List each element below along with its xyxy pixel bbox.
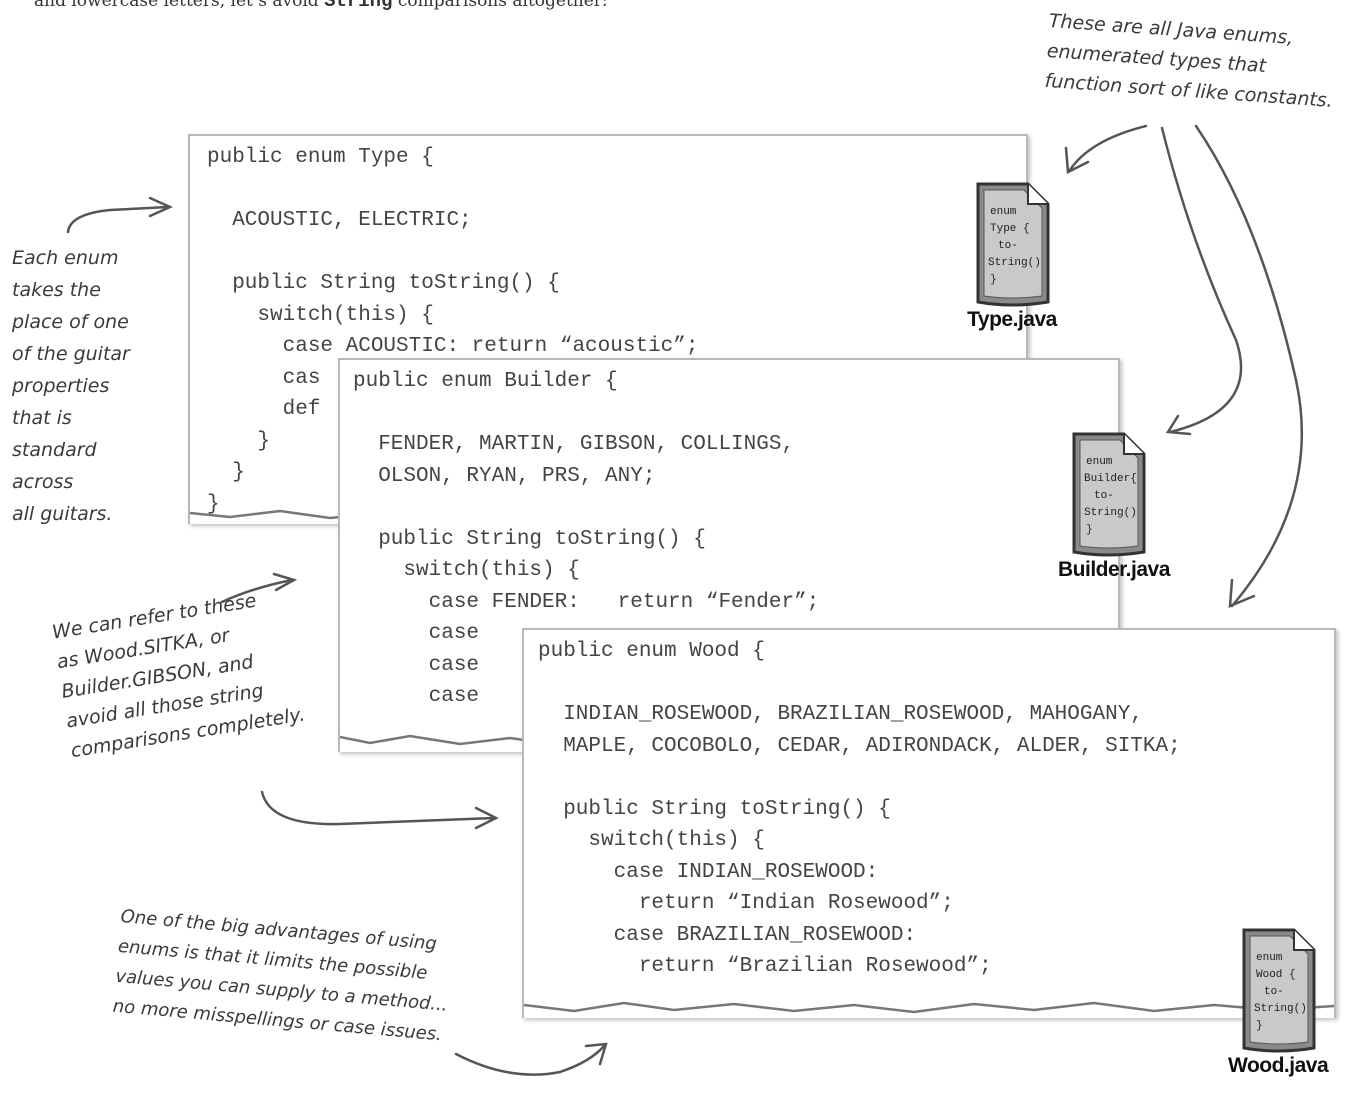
intro-code: String [324,0,393,12]
arrow-enums-type [1068,124,1148,172]
intro-after: comparisons altogether: [392,0,608,11]
file-label: Type.java [967,308,1057,331]
torn-edge [524,1001,1334,1018]
arrow-advantages [454,1044,606,1076]
arrow-enums-wood [1194,124,1303,608]
arrow-refer-up [220,578,294,604]
arrow-refer-down-head [474,806,499,830]
arrow-advantages-head [584,1042,608,1066]
intro-before: and lowercase letters, let’s avoid [34,0,325,11]
arrow-refer-down [260,790,496,826]
arrow-enums-type-head [1064,146,1090,174]
arrow-refer-up-head [272,572,298,592]
builder-enum-code: public enum Builder { FENDER, MARTIN, GI… [353,370,820,708]
arrow-enums-builder-head [1165,414,1192,436]
file-label: Builder.java [1058,558,1170,581]
arrow-enums-wood-head [1228,578,1256,608]
wood-enum-code: public enum Wood { INDIAN_ROSEWOOD, BRAZ… [538,640,1181,978]
type-enum-code: public enum Type { ACOUSTIC, ELECTRIC; p… [207,146,699,516]
intro-text: and lowercase letters, let’s avoid Strin… [34,0,608,12]
arrow-each-enum-head [148,196,174,218]
wood-enum-card: public enum Wood { INDIAN_ROSEWOOD, BRAZ… [522,628,1336,1018]
arrow-enums-builder [1160,126,1243,434]
arrow-each-enum [66,205,170,234]
file-label: Wood.java [1228,1054,1329,1077]
note-each-enum: Each enum takes the place of one of the … [12,247,130,525]
